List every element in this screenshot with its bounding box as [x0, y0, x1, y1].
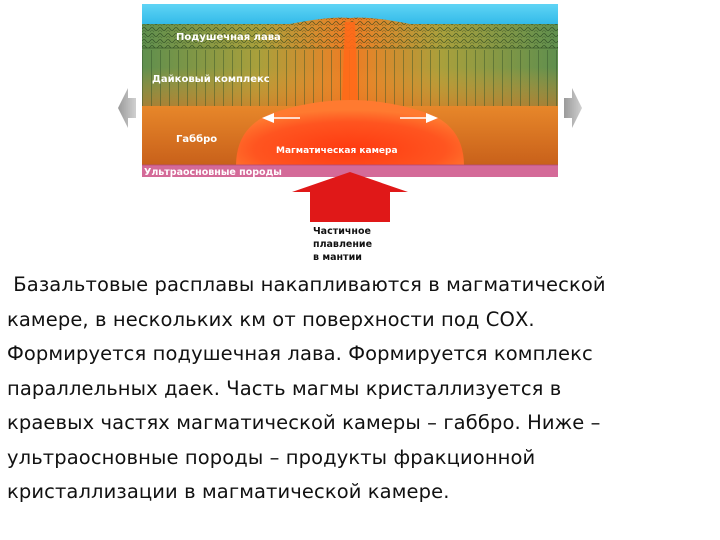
oceanic-crust-diagram: Подушечная лава Дайковый комплекс Габбро…: [118, 4, 582, 262]
label-pillow-lava: Подушечная лава: [176, 32, 281, 43]
caption-line: ультраосновные породы – продукты фракцио…: [7, 445, 536, 469]
caption-line: камере, в нескольких км от поверхности п…: [7, 307, 535, 331]
label-dike-complex: Дайковый комплекс: [152, 74, 270, 85]
magma-chamber: [236, 100, 464, 166]
caption-line: краевых частях магматической камеры – га…: [7, 411, 601, 434]
label-gabbro: Габбро: [176, 133, 217, 145]
caption-line: кристаллизации в магматической камере.: [7, 480, 450, 503]
spreading-left-arrow: [118, 88, 136, 128]
label-partial-melting-3: в мантии: [313, 252, 362, 262]
caption-line: Базальтовые расплавы накапливаются в маг…: [7, 273, 606, 296]
label-partial-melting-1: Частичное: [313, 226, 371, 237]
caption-line: параллельных даек. Часть магмы кристалли…: [7, 376, 562, 400]
label-ultramafic: Ультраосновные породы: [144, 167, 282, 178]
ocean-water: [142, 4, 558, 26]
label-partial-melting-2: плавление: [313, 239, 372, 250]
mantle-upwelling-arrow: [292, 172, 408, 222]
chamber-spreading-arrows: [262, 113, 438, 123]
caption-line: Формируется подушечная лава. Формируется…: [7, 342, 593, 365]
spreading-right-arrow: [564, 88, 582, 128]
ultramafic-layer: [142, 165, 558, 177]
caption-paragraph: Базальтовые расплавы накапливаются в маг…: [7, 268, 707, 510]
label-magma-chamber: Магматическая камера: [276, 146, 398, 156]
magma-feeder-channel: [342, 22, 358, 100]
